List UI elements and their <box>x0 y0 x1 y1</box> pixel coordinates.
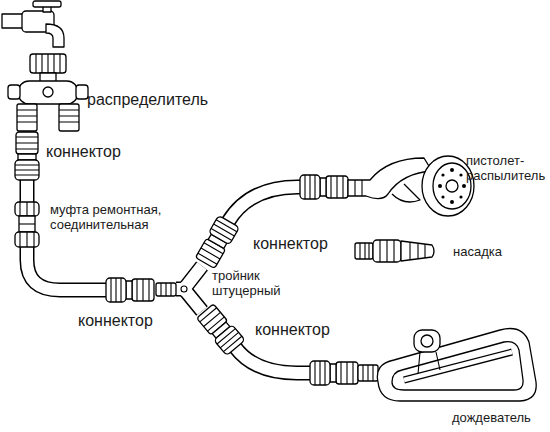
spray-gun <box>450 200 454 204</box>
repair-coupling <box>15 232 39 247</box>
distributor <box>8 54 88 131</box>
hose <box>235 347 310 373</box>
spray-gun <box>348 158 432 199</box>
nozzle <box>355 243 373 259</box>
distributor <box>17 104 37 131</box>
part-label: коннектор <box>46 143 121 161</box>
part-label: коннектор <box>255 321 330 339</box>
hose-connector <box>300 175 348 199</box>
spray-gun <box>459 173 462 176</box>
hose-connector <box>310 361 358 385</box>
nozzle <box>373 240 401 262</box>
spray-gun <box>355 180 362 196</box>
part-label: коннектор <box>253 235 328 253</box>
sprinkler <box>404 352 512 380</box>
distributor <box>30 54 66 73</box>
hose-connector <box>106 278 154 302</box>
hose <box>27 246 106 290</box>
spray-gun <box>441 173 444 176</box>
hose-connector <box>15 132 358 385</box>
hose <box>21 178 33 205</box>
spray-gun <box>459 195 462 198</box>
distributor <box>18 81 78 104</box>
spray-gun <box>348 156 474 216</box>
faucet <box>46 24 64 47</box>
hose <box>27 178 310 373</box>
tee-fitting <box>161 283 171 296</box>
tee-fitting <box>156 266 202 311</box>
repair-coupling <box>19 216 35 232</box>
repair-coupling <box>19 223 35 224</box>
repair-coupling <box>15 202 39 216</box>
repair-coupling <box>20 202 34 216</box>
hose-connector <box>15 132 39 180</box>
sprinkler <box>377 329 536 402</box>
distributor <box>8 85 20 99</box>
distributor <box>36 54 60 73</box>
sprinkler <box>404 352 512 380</box>
distributor <box>59 110 79 122</box>
tee-fitting <box>181 286 187 292</box>
spray-gun <box>446 180 458 192</box>
tee-fitting <box>177 282 191 296</box>
part-label: насадка <box>453 245 502 260</box>
hose <box>228 187 300 222</box>
part-label: дождеватель <box>452 411 531 426</box>
sprinkler <box>421 335 433 347</box>
nozzle <box>410 242 425 260</box>
tee-fitting <box>156 283 176 296</box>
part-label: коннектор <box>78 312 153 330</box>
spray-gun <box>392 184 420 202</box>
faucet <box>33 1 61 7</box>
sprinkler <box>358 329 536 402</box>
sprinkler <box>363 365 373 381</box>
sprinkler <box>358 365 378 381</box>
spray-gun <box>441 195 444 198</box>
hose <box>228 187 300 222</box>
sprinkler <box>418 352 440 374</box>
distributor <box>17 110 37 122</box>
spray-gun <box>438 184 442 188</box>
part-label: распределитель <box>87 91 208 109</box>
hose-connector <box>196 303 245 355</box>
tee-fitting <box>174 266 202 311</box>
part-label: пистолет-распылитель <box>466 154 550 184</box>
nozzle <box>401 241 434 261</box>
spray-gun <box>462 184 466 188</box>
hose <box>20 178 35 205</box>
spray-gun <box>433 163 471 209</box>
distributor <box>76 85 88 99</box>
faucet <box>2 1 64 47</box>
repair-coupling <box>20 232 34 247</box>
nozzle <box>380 240 394 262</box>
nozzle <box>360 243 369 259</box>
hose-connector <box>195 215 240 269</box>
repair-coupling <box>15 202 39 247</box>
sprinkler <box>414 330 440 352</box>
part-label: муфта ремонтная, соединительная <box>50 203 180 233</box>
hose <box>27 246 106 290</box>
nozzle <box>355 240 434 262</box>
distributor <box>43 87 53 97</box>
distributor <box>59 104 79 131</box>
spray-gun <box>450 168 454 172</box>
faucet <box>2 14 24 28</box>
part-label: тройник штуцерный <box>212 269 292 299</box>
sprinkler <box>392 342 523 390</box>
hose <box>235 347 310 373</box>
